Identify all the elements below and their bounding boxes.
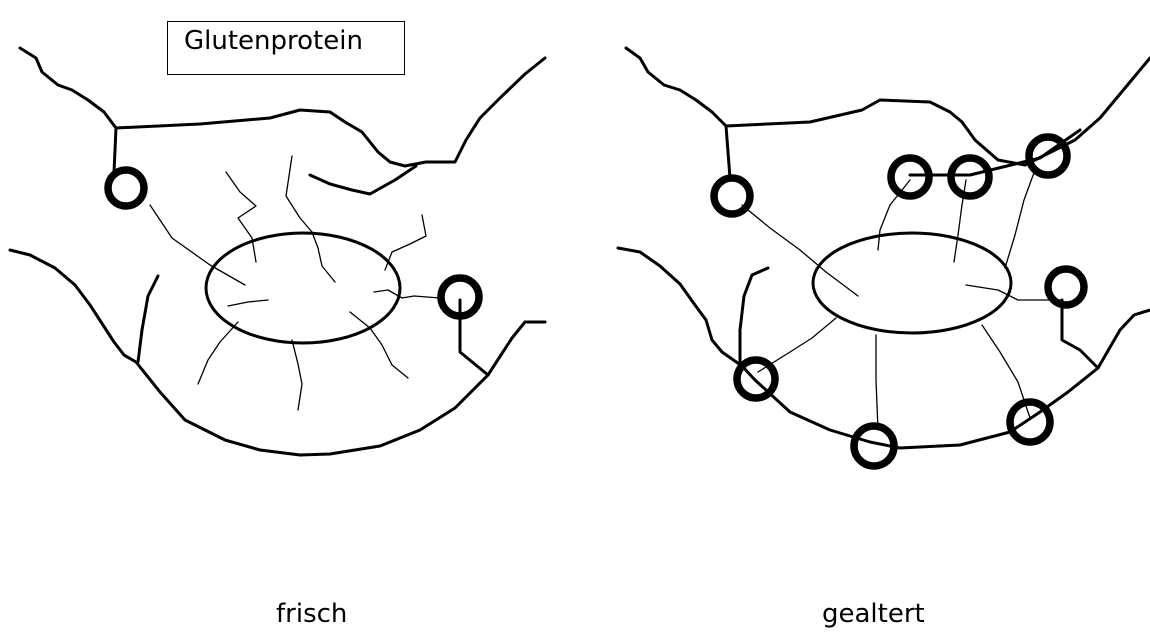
- aged-crosslink-ring: [1010, 402, 1050, 442]
- aged-fibril: [742, 205, 858, 296]
- panel-label-fresh: frisch: [276, 599, 347, 629]
- aged-panel: [618, 48, 1150, 466]
- aged-crosslink-ring: [1029, 137, 1067, 175]
- aged-lower-strand: [618, 248, 1150, 448]
- aged-fibril: [1005, 170, 1035, 268]
- fresh-panel: [10, 48, 545, 455]
- fresh-crosslink-ring: [108, 170, 144, 206]
- fresh-center-ellipse: [206, 233, 400, 343]
- fresh-fibril: [385, 215, 426, 270]
- fresh-fibril: [198, 322, 238, 384]
- fresh-left-arc: [138, 276, 158, 362]
- fresh-short-strand: [310, 166, 416, 194]
- fresh-fibril: [292, 340, 302, 410]
- aged-center-ellipse: [813, 233, 1011, 333]
- fresh-fibril: [150, 205, 245, 285]
- aged-connector-top: [726, 126, 730, 178]
- aged-crosslink-ring: [714, 178, 750, 214]
- aged-upper-strand: [626, 48, 1150, 165]
- aged-crosslink-ring: [951, 158, 989, 196]
- legend-label: Glutenprotein: [184, 26, 363, 56]
- fresh-connector-top: [114, 128, 116, 172]
- aged-crosslink-ring: [1048, 269, 1084, 305]
- aged-fibril: [876, 335, 878, 430]
- aged-crosslink-ring: [891, 158, 929, 196]
- fresh-fibril: [374, 290, 440, 298]
- fresh-fibril: [228, 300, 268, 306]
- fresh-fibril: [226, 172, 256, 262]
- panel-label-aged: gealtert: [822, 599, 925, 629]
- aged-left-arc: [740, 268, 768, 364]
- aged-connector-right: [1062, 300, 1098, 368]
